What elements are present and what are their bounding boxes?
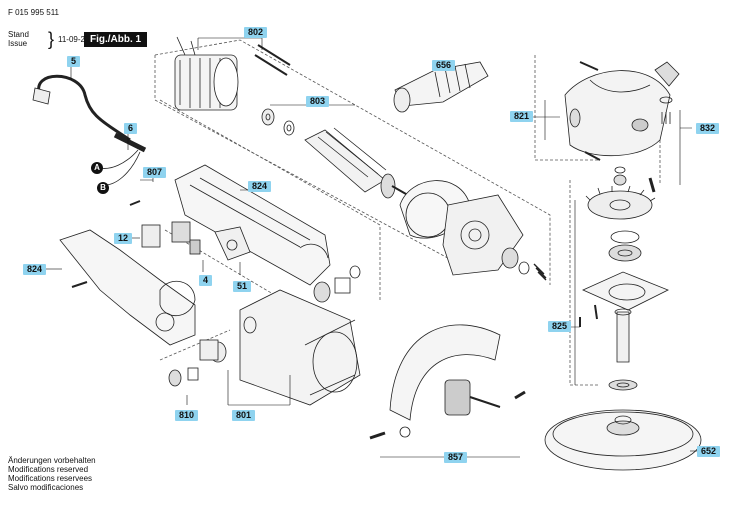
callout-810: 810 <box>175 410 199 421</box>
note-french: Modifications reservees <box>8 474 93 483</box>
document-number: F 015 995 511 <box>8 8 60 17</box>
callout-652: 652 <box>697 446 721 457</box>
marker-b: B <box>97 182 109 194</box>
callout-832: 832 <box>696 123 720 134</box>
callout-4: 4 <box>199 275 213 286</box>
callout-5: 5 <box>67 56 81 67</box>
callout-656: 656 <box>432 60 456 71</box>
callout-802: 802 <box>244 27 268 38</box>
callout-51: 51 <box>233 281 252 292</box>
note-english: Modifications reserved <box>8 465 89 474</box>
issue-date: 11-09-26 <box>58 35 90 44</box>
callout-825: 825 <box>548 321 572 332</box>
marker-a: A <box>91 162 103 174</box>
brace-symbol: } <box>48 29 55 49</box>
figure-label: Fig./Abb. 1 <box>84 32 148 47</box>
callout-807: 807 <box>143 167 167 178</box>
callout-824-center: 824 <box>248 181 272 192</box>
note-spanish: Salvo modificaciones <box>8 483 84 492</box>
callout-857: 857 <box>444 452 468 463</box>
callout-6: 6 <box>124 123 138 134</box>
callout-803: 803 <box>306 96 330 107</box>
callout-12: 12 <box>114 233 133 244</box>
issue-label: Issue <box>8 39 28 48</box>
modification-notes: Änderungen vorbehalten Modifications res… <box>8 456 96 492</box>
callout-821: 821 <box>510 111 534 122</box>
callout-824-left: 824 <box>23 264 47 275</box>
note-german: Änderungen vorbehalten <box>8 456 96 465</box>
callout-801: 801 <box>232 410 256 421</box>
stand-label: Stand <box>8 30 29 39</box>
